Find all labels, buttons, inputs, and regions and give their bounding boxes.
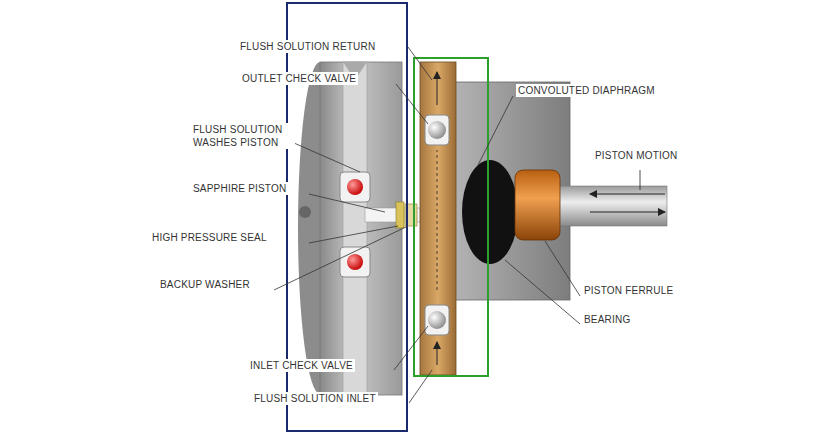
valve-cage — [340, 172, 370, 202]
part-label: CONVOLUTED DIAPHRAGM — [516, 84, 657, 97]
part-label: BACKUP WASHER — [158, 278, 252, 291]
part-label: OUTLET CHECK VALVE — [240, 72, 358, 85]
check-ball — [347, 179, 363, 195]
flow-arrow — [437, 342, 438, 365]
part-label: PISTON MOTION — [593, 149, 679, 162]
leader-line — [408, 47, 432, 80]
diaphragm — [462, 160, 518, 264]
flow-path — [437, 150, 438, 290]
part-label: PISTON FERRULE — [582, 284, 675, 297]
part-label: SAPPHIRE PISTON — [191, 182, 288, 195]
motion-arrow — [590, 194, 665, 195]
check-ball — [428, 121, 446, 139]
leader-line — [294, 143, 360, 172]
seal — [396, 202, 404, 228]
valve-cage — [425, 305, 449, 335]
piston-ferrule — [515, 170, 560, 240]
flush-column — [420, 62, 456, 375]
leader-line — [396, 84, 428, 124]
bore — [343, 62, 367, 395]
pump-head — [320, 62, 402, 395]
leader-line — [274, 226, 408, 290]
part-label: INLET CHECK VALVE — [248, 359, 355, 372]
motion-arrow — [590, 212, 665, 213]
green-frame — [414, 58, 488, 376]
check-ball — [428, 311, 446, 329]
part-label: BEARING — [582, 313, 632, 326]
leader-line — [640, 170, 641, 190]
leader-line — [309, 226, 398, 243]
leader-lines — [274, 47, 580, 403]
part-label: FLUSH SOLUTION INLET — [252, 392, 378, 405]
check-ball — [347, 254, 363, 270]
leader-line — [478, 96, 513, 165]
leader-line — [545, 241, 580, 296]
part-label: FLUSH SOLUTION RETURN — [238, 40, 377, 53]
valve-cage — [425, 115, 449, 145]
leader-line — [409, 370, 432, 403]
pump-plate — [450, 82, 570, 300]
part-label: FLUSH SOLUTION WASHES PISTON — [191, 123, 295, 149]
flow-arrow — [437, 72, 438, 105]
port-hole — [299, 206, 311, 218]
leader-line — [505, 260, 580, 324]
part-label: HIGH PRESSURE SEAL — [150, 231, 269, 244]
leader-line — [394, 326, 428, 370]
leader-line — [309, 194, 385, 212]
piston-shaft — [555, 186, 667, 226]
